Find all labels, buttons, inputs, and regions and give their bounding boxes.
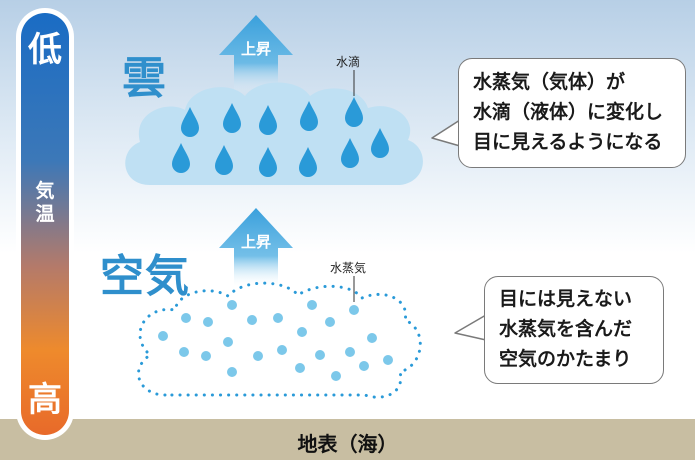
callout-tail	[454, 314, 487, 341]
vapor-dot-icon	[179, 347, 189, 357]
up-arrow-icon	[219, 15, 293, 95]
vapor-dot-icon	[247, 315, 257, 325]
ground-label: 地表（海）	[297, 432, 398, 456]
thermometer-bar	[21, 13, 69, 435]
thermometer-label-low: 低	[28, 30, 62, 70]
air-callout-line: 空気のかたまり	[499, 348, 632, 370]
air-callout-line: 水蒸気を含んだ	[499, 318, 633, 340]
cloud-callout-line: 水滴（液体）に変化し	[473, 101, 664, 123]
vapor-dot-icon	[181, 313, 191, 323]
vapor-dot-icon	[383, 355, 393, 365]
cloud-callout: 水蒸気（気体）が 水滴（液体）に変化し 目に見えるようになる	[458, 58, 686, 168]
vapor-dot-group	[158, 300, 393, 381]
drop-label: 水滴	[336, 55, 361, 69]
vapor-dot-icon	[349, 305, 359, 315]
vapor-dot-icon	[227, 367, 237, 377]
thermometer-label-temperature: 気温	[35, 180, 55, 225]
vapor-dot-icon	[201, 351, 211, 361]
vapor-dot-icon	[295, 363, 305, 373]
air-callout-line: 目には見えない	[499, 288, 633, 310]
ground-band	[0, 419, 695, 460]
vapor-dot-icon	[297, 327, 307, 337]
callout-tail	[431, 119, 461, 147]
thermometer-label-high: 高	[28, 380, 62, 420]
vapor-dot-icon	[331, 371, 341, 381]
cloud-title: 雲	[122, 53, 167, 104]
vapor-dot-icon	[273, 313, 283, 323]
air-arrow-label: 上昇	[240, 233, 271, 251]
vapor-dot-icon	[315, 350, 325, 360]
vapor-dot-icon	[253, 351, 263, 361]
vapor-dot-icon	[203, 317, 213, 327]
vapor-dot-icon	[325, 317, 335, 327]
air-callout: 目には見えない 水蒸気を含んだ 空気のかたまり	[484, 276, 664, 384]
vapor-dot-icon	[367, 333, 377, 343]
air-title: 空気	[100, 251, 190, 302]
cloud-callout-line: 水蒸気（気体）が	[473, 71, 626, 93]
vapor-dot-icon	[223, 337, 233, 347]
cloud-callout-line: 目に見えるようになる	[473, 131, 663, 153]
vapor-dot-icon	[277, 345, 287, 355]
vapor-dot-icon	[158, 331, 168, 341]
vapor-dot-icon	[307, 300, 317, 310]
cloud-arrow-label: 上昇	[240, 40, 271, 58]
vapor-dot-icon	[359, 361, 369, 371]
vapor-dot-icon	[345, 347, 355, 357]
vapor-label: 水蒸気	[330, 261, 367, 275]
vapor-dot-icon	[227, 300, 237, 310]
up-arrow-icon	[219, 208, 293, 288]
